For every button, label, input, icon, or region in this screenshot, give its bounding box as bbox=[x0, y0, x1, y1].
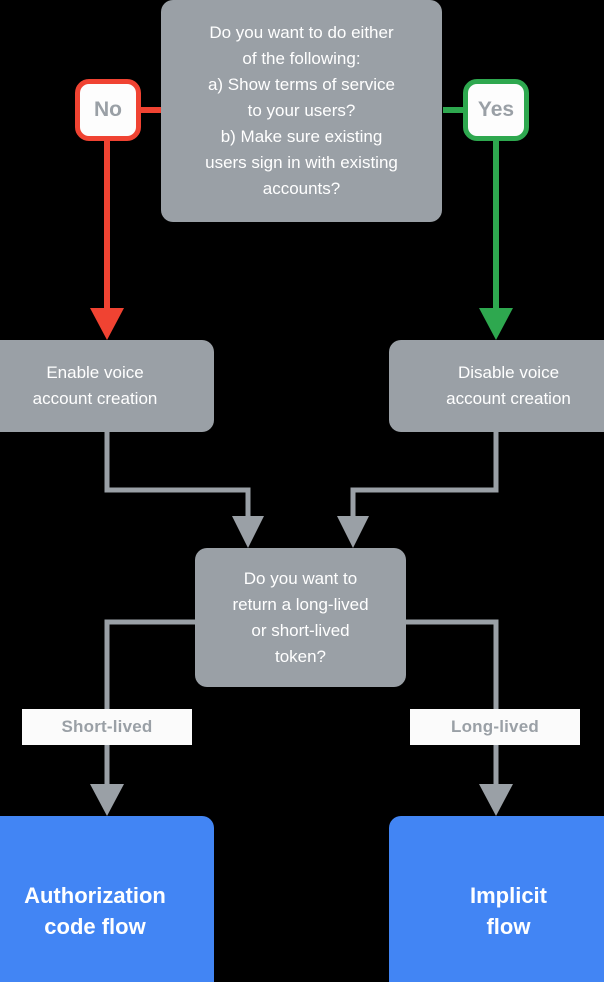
decision-node-token-lifetime[interactable]: Do you want to return a long-lived or sh… bbox=[195, 548, 406, 687]
edge-label-short-lived-text: Short-lived bbox=[61, 717, 153, 736]
badge-no-label: No bbox=[94, 98, 122, 121]
edge-label-short-lived: Short-lived bbox=[22, 709, 192, 745]
badge-no[interactable]: No bbox=[75, 79, 141, 141]
process-node-disable-voice-account-creation-label: Disable voice account creation bbox=[446, 363, 571, 408]
process-node-enable-voice-account-creation-label: Enable voice account creation bbox=[32, 363, 158, 408]
badge-yes[interactable]: Yes bbox=[463, 79, 529, 141]
edge-label-long-lived: Long-lived bbox=[410, 709, 580, 745]
decision-node-terms-of-service[interactable]: Do you want to do either of the followin… bbox=[161, 0, 442, 222]
badge-yes-label: Yes bbox=[477, 98, 515, 121]
terminal-node-implicit-flow-label: Implicit flow bbox=[469, 883, 547, 939]
connector-enable-to-token-question bbox=[104, 432, 264, 548]
decision-node-token-lifetime-label: Do you want to return a long-lived or sh… bbox=[232, 568, 369, 666]
connector-disable-to-token-question bbox=[337, 432, 499, 548]
terminal-node-implicit-flow[interactable]: Implicit flow bbox=[389, 816, 604, 982]
terminal-node-authorization-code-flow-label: Authorization code flow bbox=[24, 883, 166, 939]
edge-label-long-lived-text: Long-lived bbox=[451, 717, 539, 736]
process-node-enable-voice-account-creation[interactable]: Enable voice account creation bbox=[0, 340, 214, 432]
process-node-disable-voice-account-creation[interactable]: Disable voice account creation bbox=[389, 340, 604, 432]
connector-no-to-enable bbox=[90, 107, 162, 340]
connector-yes-to-disable bbox=[443, 107, 513, 340]
decision-node-terms-of-service-label: Do you want to do either of the followin… bbox=[205, 23, 398, 198]
terminal-node-authorization-code-flow[interactable]: Authorization code flow bbox=[0, 816, 214, 982]
